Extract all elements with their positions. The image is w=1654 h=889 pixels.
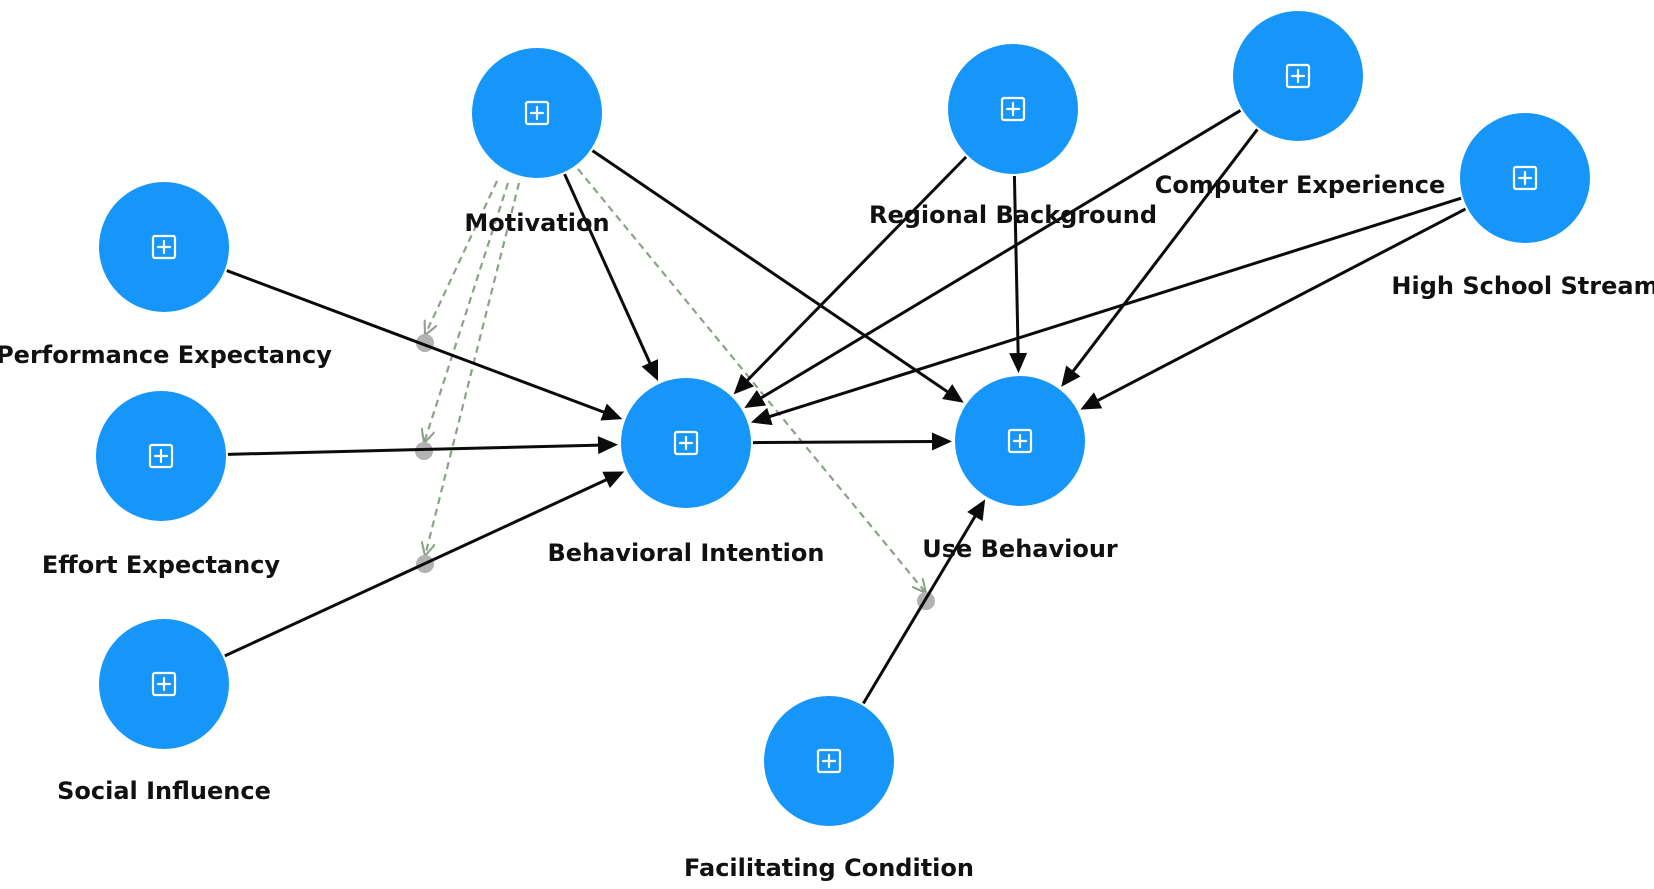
node-si[interactable]: Social Influence: [57, 617, 271, 805]
arrowhead-mot-to-ub: [942, 384, 964, 403]
node-label-hss: High School Stream: [1391, 272, 1654, 300]
plus-square-icon[interactable]: [1007, 428, 1033, 454]
path-arrow-ce-to-bi[interactable]: [758, 109, 1242, 401]
node-label-ce: Computer Experience: [1155, 171, 1446, 199]
node-label-mot: Motivation: [464, 209, 609, 237]
arrowhead-rb-to-bi: [733, 373, 754, 395]
path-arrow-hss-to-bi[interactable]: [767, 196, 1462, 419]
node-label-si: Social Influence: [57, 777, 271, 805]
arrowhead-rb-to-ub: [1009, 352, 1028, 374]
node-mot[interactable]: Motivation: [464, 46, 610, 237]
node-ub[interactable]: Use Behaviour: [922, 374, 1118, 563]
path-arrow-mot-to-bi[interactable]: [563, 173, 652, 366]
path-arrow-hss-to-ub[interactable]: [1095, 207, 1467, 403]
node-label-ub: Use Behaviour: [922, 535, 1118, 563]
path-arrow-ee-to-bi[interactable]: [227, 443, 601, 456]
plus-square-icon[interactable]: [151, 234, 177, 260]
arrowhead-mot-to-bi: [641, 359, 659, 382]
node-label-fc: Facilitating Condition: [684, 854, 974, 882]
node-bi[interactable]: Behavioral Intention: [548, 376, 825, 567]
moderating-line-mot-on-fc-ub[interactable]: [577, 168, 926, 593]
node-label-ee: Effort Expectancy: [42, 551, 281, 579]
plus-square-icon[interactable]: [816, 748, 842, 774]
node-label-bi: Behavioral Intention: [548, 539, 825, 567]
path-arrow-si-to-bi[interactable]: [224, 477, 609, 658]
node-label-pe: Performance Expectancy: [0, 341, 332, 369]
arrowhead-bi-to-ub: [931, 432, 953, 451]
path-arrow-bi-to-ub[interactable]: [752, 440, 935, 445]
plus-square-icon[interactable]: [151, 671, 177, 697]
arrowhead-hss-to-ub: [1080, 392, 1103, 410]
node-ce[interactable]: Computer Experience: [1155, 9, 1446, 199]
moderating-line-mot-on-si-bi[interactable]: [425, 182, 521, 556]
arrowhead-ce-to-bi: [744, 390, 767, 409]
plus-square-icon[interactable]: [1512, 165, 1538, 191]
moderating-point-ee-bi[interactable]: [415, 442, 433, 460]
plus-square-icon[interactable]: [1000, 96, 1026, 122]
arrowhead-ce-to-ub: [1061, 365, 1081, 387]
plus-square-icon[interactable]: [148, 443, 174, 469]
arrowhead-fc-to-ub: [967, 499, 986, 522]
path-arrow-mot-to-ub[interactable]: [591, 149, 950, 394]
path-arrow-rb-to-ub[interactable]: [1012, 175, 1020, 356]
arrowhead-si-to-bi: [602, 471, 625, 489]
plus-square-icon[interactable]: [1285, 63, 1311, 89]
node-ee[interactable]: Effort Expectancy: [42, 389, 281, 579]
node-pe[interactable]: Performance Expectancy: [0, 180, 332, 369]
moderating-line-mot-on-ee-bi[interactable]: [424, 182, 510, 443]
arrowhead-hss-to-bi: [750, 407, 773, 426]
node-rb[interactable]: Regional Background: [869, 42, 1157, 229]
plus-square-icon[interactable]: [673, 430, 699, 456]
path-arrow-fc-to-ub[interactable]: [862, 514, 978, 705]
plus-square-icon[interactable]: [524, 100, 550, 126]
node-hss[interactable]: High School Stream: [1391, 111, 1654, 300]
node-label-rb: Regional Background: [869, 201, 1157, 229]
path-arrow-rb-to-bi[interactable]: [745, 155, 968, 383]
node-fc[interactable]: Facilitating Condition: [684, 694, 974, 882]
arrowhead-ee-to-bi: [597, 436, 619, 455]
path-arrows-layer: [224, 109, 1467, 705]
path-arrow-pe-to-bi[interactable]: [226, 269, 607, 415]
moderating-line-mot-on-pe-bi[interactable]: [425, 180, 498, 335]
path-arrow-ce-to-ub[interactable]: [1070, 128, 1259, 374]
arrowhead-pe-to-bi: [600, 403, 623, 421]
